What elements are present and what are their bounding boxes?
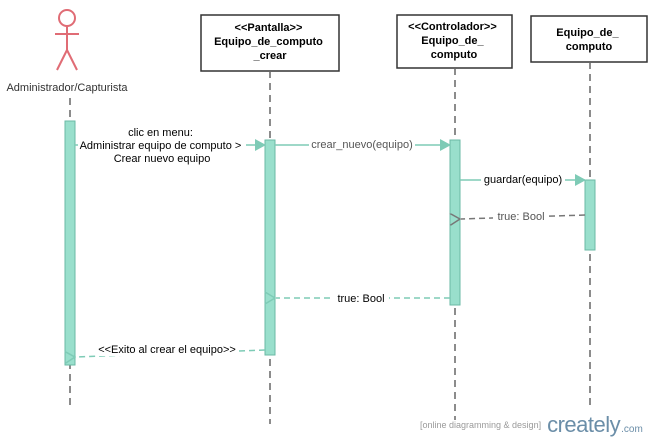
message-5-label: true: Bool (337, 293, 384, 305)
message-1: clic en menu: Administrar equipo de comp… (75, 124, 266, 166)
message-2-label: crear_nuevo(equipo) (311, 139, 413, 151)
participant-pantalla-line3: _crear (252, 50, 287, 62)
message-4-label: true: Bool (497, 211, 544, 223)
participant-pantalla-line2: Equipo_de_computo (214, 36, 323, 48)
activation-equipo (584, 179, 596, 251)
svg-text:<<Pantalla>> Equipo_de_c: <<Pantalla>> Equipo_de_computo _crear (214, 22, 326, 62)
message-6: <<Exito al crear el equipo>> (76, 342, 266, 357)
creately-footer: [online diagramming & design] creately .… (420, 412, 643, 438)
participant-controlador-line1: <<Controlador>> (408, 21, 497, 33)
participant-equipo-line1: Equipo_de_ (556, 27, 619, 39)
actor-label: Administrador/Capturista (6, 82, 128, 94)
message-5: true: Bool (276, 291, 450, 305)
participant-equipo-line2: computo (566, 41, 613, 53)
participant-controlador-line2: Equipo_de_ (421, 35, 484, 47)
message-1-line1: clic en menu: (128, 127, 193, 139)
svg-text:<<Controlador>> Equipo_d: <<Controlador>> Equipo_de_ computo (408, 21, 500, 61)
creately-domain: .com (621, 423, 643, 435)
creately-logo: creately (547, 412, 621, 437)
message-4: true: Bool (461, 209, 586, 223)
participant-controlador-line3: computo (431, 49, 478, 61)
lifelines (69, 62, 591, 424)
activation-controlador (449, 139, 461, 306)
message-3: guardar(equipo) (460, 172, 586, 187)
participant-pantalla-line1: <<Pantalla>> (235, 22, 303, 34)
participant-controlador: <<Controlador>> Equipo_de_ computo (396, 14, 513, 69)
participant-equipo: Equipo_de_ computo (530, 15, 648, 63)
message-3-label: guardar(equipo) (484, 174, 562, 186)
actor-stick-figure-icon (55, 9, 79, 71)
activation-actor (64, 120, 76, 366)
svg-text:clic en menu: Administra: clic en menu: Administrar equipo de comp… (80, 127, 245, 165)
activation-pantalla (264, 139, 276, 356)
svg-text:Equipo_de_ computo: Equipo_de_ computo (556, 27, 621, 53)
message-6-label: <<Exito al crear el equipo>> (98, 344, 236, 356)
footer-tagline: [online diagramming & design] (420, 420, 542, 430)
participant-pantalla: <<Pantalla>> Equipo_de_computo _crear (200, 14, 340, 72)
actor: Administrador/Capturista (6, 9, 128, 94)
message-2: crear_nuevo(equipo) (275, 137, 451, 151)
message-1-line2: Administrar equipo de computo > (80, 140, 242, 152)
message-1-line3: Crear nuevo equipo (114, 153, 211, 165)
